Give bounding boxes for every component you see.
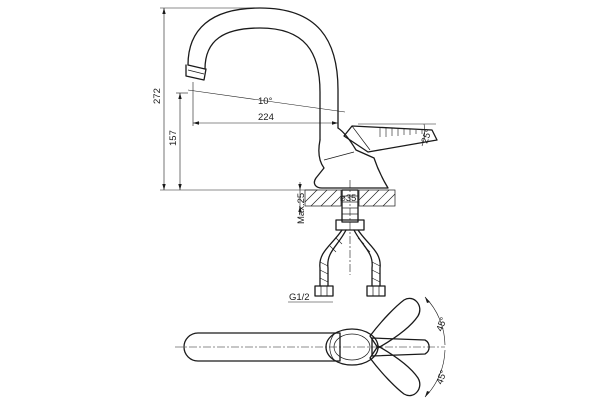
spout-outer-contour	[187, 7, 339, 129]
handle-top-view-center	[371, 337, 430, 357]
swivel-angle-upper-label: 45°	[434, 316, 449, 333]
handle-detail	[351, 125, 371, 151]
spout-inner-contour	[204, 27, 321, 141]
top-view: 45° 45°	[175, 296, 450, 398]
spout-angle-line	[187, 89, 346, 113]
spout-top-view	[183, 332, 341, 362]
reach-label: 224	[258, 112, 274, 123]
spout-angle-label: 10°	[258, 96, 273, 107]
thread-label: G1/2	[289, 292, 310, 303]
total-height-label: 272	[152, 88, 163, 104]
faucet-body	[313, 127, 389, 189]
aerator	[185, 64, 207, 81]
handle-angle-arc	[421, 123, 425, 147]
flexible-hoses	[314, 229, 386, 297]
lever-handle	[343, 125, 438, 153]
deck-thickness-label: Max.25	[296, 193, 307, 224]
body-top-view-arc	[329, 333, 335, 361]
countertop-section	[304, 189, 396, 207]
handle-angle-label: 25°	[419, 128, 434, 145]
handle-top-view-upper	[369, 297, 421, 349]
swivel-angle-lower-label: 45°	[434, 369, 449, 386]
body-seam	[323, 151, 355, 161]
mounting-diameter-label: ⌀35	[340, 193, 356, 204]
spout-height-label: 157	[168, 130, 179, 146]
handle-hatching	[379, 128, 423, 137]
body-top-view-inner	[333, 333, 371, 361]
aerator-line	[187, 69, 205, 75]
handle-top-view-lower	[369, 345, 421, 397]
side-view: 25° 10° 224 272 157	[152, 7, 438, 303]
